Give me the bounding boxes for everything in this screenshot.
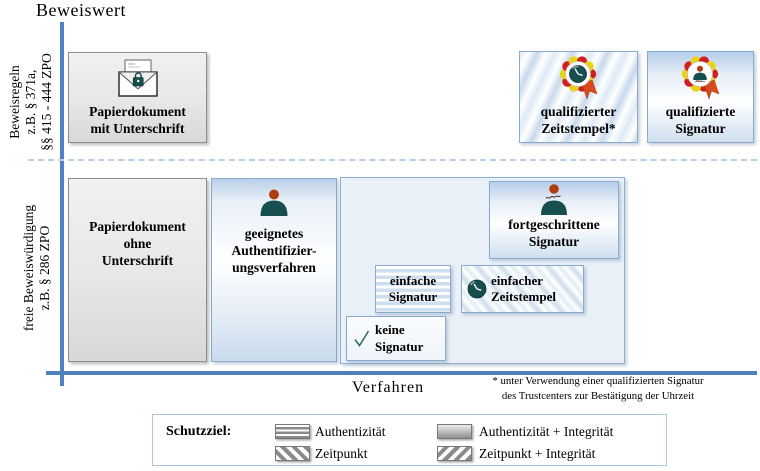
legend-swatch-solid-fill: [437, 424, 472, 439]
legend-label-authentizitaet-integritaet: Authentizität + Integrität: [479, 424, 614, 439]
footnote-qualified-timestamp: * unter Verwendung einer qualifizierten …: [492, 375, 704, 402]
y-axis-line: [60, 22, 64, 386]
box-paper-document-with-signature: Papierdokument mit Unterschrift: [68, 52, 207, 143]
y-region-label-beweisregeln: Beweisregeln z.B. § 371a, §§ 415 - 444 Z…: [7, 53, 54, 151]
box-label: qualifizierter Zeitstempel*: [540, 104, 617, 136]
box-qualified-signature: qualifizierte Signatur: [647, 51, 754, 143]
box-advanced-signature: fortgeschrittene Signatur: [489, 181, 619, 259]
y-region-label-freie-beweiswuerdigung: freie Beweiswürdigung z.B. § 286 ZPO: [21, 204, 52, 332]
x-axis-title: Verfahren: [352, 379, 425, 396]
person-icon: [260, 189, 288, 216]
box-label: Papierdokument mit Unterschrift: [89, 104, 186, 136]
checkmark-icon: [354, 330, 370, 347]
box-label: qualifizierte Signatur: [665, 104, 736, 136]
y-axis-title: Beweiswert: [36, 0, 126, 20]
electronic-procedures-group-box: fortgeschrittene Signatur einfache Signa…: [340, 177, 625, 364]
box-label: geeignetes Authentifizier- ungsverfahren: [231, 226, 317, 275]
region-divider-dashed-line: [28, 159, 757, 161]
legend-title: Schutzziel:: [166, 424, 232, 439]
legend-swatch-diagonal-stripes: [275, 446, 310, 461]
x-axis-line: [46, 371, 757, 375]
box-paper-document-without-signature: Papierdokument ohne Unterschrift: [68, 178, 207, 362]
clock-icon: [467, 279, 487, 299]
box-label: Papierdokument ohne Unterschrift: [89, 219, 186, 268]
person-signature-icon: [541, 184, 567, 215]
box-label: keine Signatur: [375, 322, 424, 354]
box-label: einfache Signatur: [388, 272, 438, 304]
legend-label-authentizitaet: Authentizität: [315, 424, 386, 439]
seal-clock-icon: [559, 56, 597, 100]
legend-protection-goals: Schutzziel: Authentizität Zeitpunkt Auth…: [152, 414, 667, 466]
seal-person-icon: [681, 56, 719, 100]
box-simple-timestamp: einfacher Zeitstempel: [461, 265, 584, 313]
box-suitable-authentication: geeignetes Authentifizier- ungsverfahren: [211, 178, 337, 362]
box-qualified-timestamp: qualifizierter Zeitstempel*: [519, 51, 638, 143]
legend-swatch-horizontal-stripes: [275, 424, 310, 439]
legend-label-zeitpunkt-integritaet: Zeitpunkt + Integrität: [479, 446, 596, 461]
box-label: fortgeschrittene Signatur: [508, 217, 600, 249]
envelope-lock-icon: [117, 59, 158, 97]
box-no-signature: keine Signatur: [346, 316, 446, 361]
legend-swatch-diagonal-hatch: [437, 446, 472, 461]
legend-label-zeitpunkt: Zeitpunkt: [315, 446, 368, 461]
box-label: einfacher Zeitstempel: [491, 272, 556, 304]
box-simple-signature: einfache Signatur: [375, 265, 451, 313]
